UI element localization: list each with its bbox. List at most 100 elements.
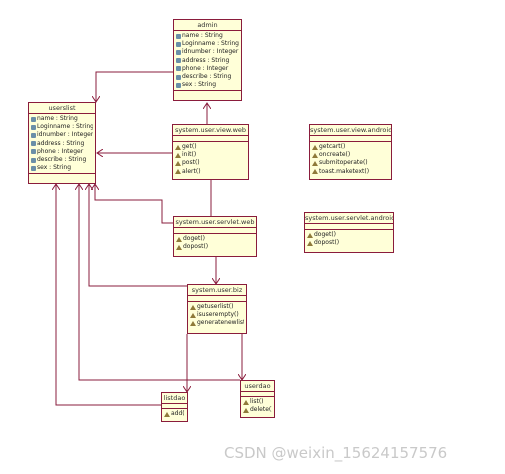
operation-text: delete() <box>250 406 272 414</box>
attribute-text: sex : String <box>37 164 72 172</box>
operation: init() <box>175 151 246 159</box>
operation-text: post() <box>182 159 200 167</box>
operation-text: getcart() <box>319 143 346 150</box>
attribute-icon <box>176 41 181 47</box>
attribute-text: phone : Integer <box>182 64 229 72</box>
class-view-web[interactable]: system.user.view.web get() init() post()… <box>172 124 249 180</box>
operation-text: dopost() <box>183 243 209 251</box>
attribute: Loginname : String <box>176 40 239 48</box>
operation-text: get() <box>182 143 197 150</box>
operation-list: add() <box>162 409 187 419</box>
attribute: name : String <box>31 115 93 123</box>
operation: add() <box>164 410 185 418</box>
attribute: idnumber : Integer <box>31 131 93 139</box>
class-title: system.user.biz <box>188 285 246 296</box>
class-listdao[interactable]: listdao add() <box>161 392 188 422</box>
attribute-icon <box>176 58 181 64</box>
operation-icon <box>190 312 196 318</box>
operation: doget() <box>307 231 391 239</box>
class-userslist[interactable]: userslist name : String Loginname : Stri… <box>28 102 96 184</box>
operation-text: list() <box>250 398 264 405</box>
operation-icon <box>175 152 181 158</box>
class-title: userslist <box>29 103 95 114</box>
operation-list <box>174 91 241 96</box>
operation-icon <box>307 232 313 238</box>
operation: oncreate() <box>312 151 389 159</box>
attribute-text: sex : String <box>182 81 217 89</box>
attribute-icon <box>31 149 36 155</box>
attribute: phone : Integer <box>31 148 93 156</box>
operation-list <box>29 174 95 179</box>
operation-icon <box>243 407 249 413</box>
operation-text: init() <box>182 151 197 159</box>
class-biz[interactable]: system.user.biz getuserlist() isuserempt… <box>187 284 247 334</box>
operation-text: submitoperate() <box>319 159 368 167</box>
attribute-icon <box>176 33 181 39</box>
operation-text: getuserlist() <box>197 303 234 310</box>
connector-servletweb-userslist <box>95 184 173 224</box>
attribute-list <box>188 296 246 302</box>
class-servlet-web[interactable]: system.user.servlet.web doget() dopost() <box>173 216 257 257</box>
class-view-android[interactable]: system.user.view.android getcart() oncre… <box>309 124 392 180</box>
operation: dopost() <box>307 239 391 247</box>
attribute-text: address : String <box>37 139 85 147</box>
attribute: Loginname : String <box>31 123 93 131</box>
operation-text: alert() <box>182 167 201 175</box>
operation-text: generatenewlist() <box>197 319 244 327</box>
attribute: name : String <box>176 32 239 40</box>
operation-text: doget() <box>314 231 337 238</box>
class-title: system.user.servlet.web <box>174 218 256 228</box>
operation-text: dopost() <box>314 239 340 247</box>
operation: submitoperate() <box>312 159 389 167</box>
connector-userdao-userslist <box>79 184 240 381</box>
connector-listdao-userslist <box>56 184 161 406</box>
operation-list: list() delete() <box>241 397 274 415</box>
attribute: phone : Integer <box>176 65 239 73</box>
operation-text: toast.maketext() <box>319 167 370 175</box>
attribute-list <box>162 404 187 409</box>
attribute-text: name : String <box>182 32 223 39</box>
class-title: system.user.servlet.android <box>305 214 393 224</box>
attribute-text: idnumber : Integer <box>37 131 93 139</box>
attribute-list <box>173 136 248 142</box>
operation-icon <box>312 152 318 158</box>
attribute-list <box>174 228 256 234</box>
operation: get() <box>175 143 246 151</box>
operation-list: getcart() oncreate() submitoperate() toa… <box>310 142 391 177</box>
operation: list() <box>243 398 272 406</box>
operation-icon <box>243 399 249 405</box>
attribute-icon <box>176 66 181 72</box>
class-userdao[interactable]: userdao list() delete() <box>240 380 275 418</box>
operation: delete() <box>243 406 272 414</box>
attribute-icon <box>176 50 181 55</box>
attribute-icon <box>31 116 36 122</box>
operation-text: oncreate() <box>319 151 351 159</box>
operation: toast.maketext() <box>312 168 389 176</box>
class-admin[interactable]: admin name : String Loginname : String i… <box>173 19 242 101</box>
class-title: listdao <box>162 394 187 404</box>
operation-icon <box>312 144 318 150</box>
watermark: CSDN @weixin_15624157576 <box>224 444 448 462</box>
attribute: idnumber : Integer <box>176 48 239 56</box>
operation-icon <box>312 161 318 166</box>
operation: post() <box>175 159 246 167</box>
class-servlet-android[interactable]: system.user.servlet.android doget() dopo… <box>304 212 394 253</box>
operation-icon <box>190 321 196 326</box>
attribute-text: describe : String <box>182 73 232 81</box>
attribute-text: name : String <box>37 115 78 122</box>
attribute-list: name : String Loginname : String idnumbe… <box>29 114 95 175</box>
attribute: address : String <box>31 140 93 148</box>
attribute-list <box>241 392 274 397</box>
class-title: system.user.view.web <box>173 126 248 136</box>
attribute-icon <box>31 157 36 163</box>
class-title: userdao <box>241 381 274 392</box>
attribute-list <box>305 224 393 230</box>
attribute-text: Loginname : String <box>37 123 93 131</box>
operation-list: doget() dopost() <box>174 234 256 252</box>
class-title: admin <box>174 20 241 31</box>
operation-list: getuserlist() isuserempty() generatenewl… <box>188 302 246 329</box>
attribute: address : String <box>176 57 239 65</box>
operation: generatenewlist() <box>190 319 244 327</box>
operation-icon <box>312 169 318 175</box>
